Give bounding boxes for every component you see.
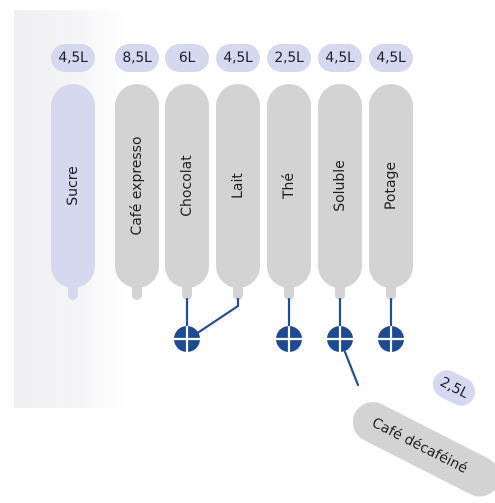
canister-sucre[interactable]: Sucre <box>51 84 95 288</box>
capacity-badge-chocolat: 6L <box>165 44 209 72</box>
pipe-decaf <box>343 350 360 387</box>
nozzle-lait <box>233 286 243 300</box>
nozzle-sucre <box>68 286 78 300</box>
canister-chocolat[interactable]: Chocolat <box>165 84 209 288</box>
canister-cafe-expresso[interactable]: Café expresso <box>115 84 159 288</box>
nozzle-chocolat <box>182 286 192 300</box>
capacity-badge-sucre: 4,5L <box>51 44 95 72</box>
nozzle-soluble <box>335 286 345 300</box>
capacity-badge-lait: 4,5L <box>216 44 260 72</box>
nozzle-the <box>284 286 294 300</box>
canister-the[interactable]: Thé <box>267 84 311 288</box>
nozzle-cafe-expresso <box>132 286 142 300</box>
capacity-badge-cafe-expresso: 8,5L <box>115 44 159 72</box>
mixing-valve-icon <box>276 326 302 352</box>
pipes <box>185 297 393 387</box>
canister-soluble[interactable]: Soluble <box>318 84 362 288</box>
capacity-badge-the: 2,5L <box>267 44 311 72</box>
mixing-valve-icon <box>327 326 353 352</box>
capacity-badge-soluble: 4,5L <box>318 44 362 72</box>
canister-potage[interactable]: Potage <box>369 84 413 288</box>
nozzle-potage <box>386 286 396 300</box>
canister-lait[interactable]: Lait <box>216 84 260 288</box>
pipe-network <box>174 297 404 387</box>
capacity-badge-potage: 4,5L <box>369 44 413 72</box>
pipe-lait <box>194 304 240 336</box>
mixing-valve-icon <box>174 326 200 352</box>
mixing-valve-icon <box>378 326 404 352</box>
